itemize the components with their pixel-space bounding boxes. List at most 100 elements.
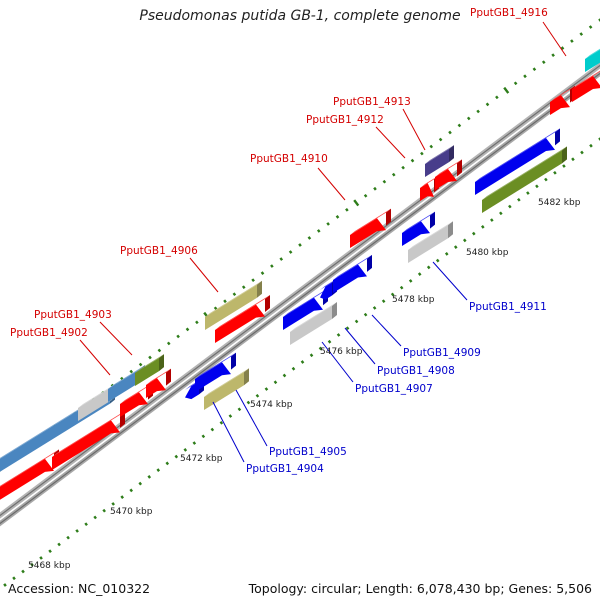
gene-arrow-red [550, 85, 575, 115]
inner-tick [282, 373, 287, 378]
gene-bar-slate [425, 145, 454, 177]
inner-tick [264, 387, 269, 391]
leader-line [317, 167, 346, 201]
outer-tick [560, 46, 565, 50]
gene-label: PputGB1_4912 [306, 114, 384, 126]
feature-face [195, 362, 231, 392]
gene-arrow-red [350, 208, 391, 248]
feature-face [320, 282, 332, 300]
inner-tick [156, 468, 161, 472]
leader-line [542, 21, 567, 57]
outer-tick [298, 243, 302, 247]
kbp-label: 5476 kbp [320, 347, 363, 357]
outer-tick [232, 292, 237, 297]
inner-tick [30, 562, 34, 567]
feature-face [475, 137, 555, 195]
gene-bar-khaki [204, 368, 249, 410]
inner-tick [417, 272, 422, 276]
feature-face [333, 264, 367, 293]
leader-line [375, 126, 406, 159]
inner-tick [490, 218, 494, 222]
inner-tick [84, 522, 88, 527]
inner-tick [102, 508, 106, 513]
feature-top [402, 211, 435, 233]
feature-face [402, 221, 430, 246]
inner-tick [517, 197, 521, 202]
feature-side [430, 211, 435, 229]
gene-label: PputGB1_4903 [34, 309, 112, 321]
leader-line [432, 261, 468, 301]
inner-tick [237, 407, 242, 412]
feature-side [449, 145, 454, 163]
inner-tick [345, 326, 350, 331]
inner-tick [363, 312, 368, 317]
outer-tick [251, 278, 255, 282]
gene-arrow-red [435, 159, 462, 190]
feature-face [550, 95, 570, 115]
feature-top [408, 221, 453, 250]
outer-tick [138, 362, 143, 367]
leader-line [402, 108, 426, 151]
outer-tick [223, 299, 227, 304]
feature-side [457, 159, 462, 177]
backbone-edge [0, 72, 600, 525]
outer-tick [241, 285, 246, 290]
outer-tick [401, 165, 405, 170]
feature-top [78, 382, 117, 408]
outer-tick [129, 369, 134, 374]
kbp-label: 5482 kbp [538, 198, 581, 208]
feature-face [408, 225, 448, 263]
inner-tick [508, 204, 512, 209]
outer-tick [353, 199, 360, 207]
inner-tick [183, 448, 188, 452]
outer-tick [513, 81, 518, 86]
inner-tick [372, 306, 377, 310]
inner-tick [318, 346, 323, 351]
feature-face [78, 386, 112, 421]
feature-face [482, 150, 562, 213]
feature-side [231, 352, 236, 370]
inner-tick [273, 380, 278, 385]
outer-tick [588, 25, 593, 29]
kbp-label: 5468 kbp [28, 561, 71, 571]
backbone-edge [0, 64, 600, 517]
feature-side [555, 128, 560, 146]
inner-tick [481, 225, 485, 229]
inner-tick [66, 535, 70, 540]
outer-tick [345, 208, 349, 212]
inner-tick [21, 569, 25, 574]
outer-tick [166, 341, 171, 346]
inner-tick [381, 299, 386, 304]
gene-bar-khaki [205, 280, 262, 330]
outer-tick [373, 186, 377, 191]
feature-side [166, 368, 171, 386]
feature-face [585, 49, 600, 72]
feature-top [0, 449, 59, 487]
outer-tick [579, 32, 584, 36]
gene-label: PputGB1_4908 [377, 365, 455, 377]
feature-top [205, 280, 262, 317]
gene-label: PputGB1_4905 [269, 446, 347, 458]
outer-tick [476, 109, 480, 114]
leader-line [321, 341, 354, 383]
outer-tick [335, 215, 340, 219]
feature-face [290, 305, 332, 345]
inner-tick [120, 495, 124, 499]
inner-tick [426, 265, 431, 270]
outer-tick [185, 327, 190, 332]
inner-tick [327, 339, 332, 344]
inner-tick [589, 143, 593, 148]
inner-tick [336, 333, 341, 337]
leader-line [189, 257, 219, 293]
map-title: Pseudomonas putida GB-1, complete genome [139, 8, 461, 24]
inner-tick [255, 393, 260, 398]
gene-label: PputGB1_4906 [120, 245, 198, 257]
gene-label: PputGB1_4902 [10, 327, 88, 339]
inner-tick [192, 441, 197, 445]
inner-tick [453, 245, 458, 249]
leader-line [99, 321, 133, 356]
genome-summary-text: Topology: circular; Length: 6,078,430 bp… [248, 581, 592, 596]
inner-tick [535, 184, 539, 189]
inner-tick [147, 475, 152, 479]
outer-tick [598, 18, 600, 22]
